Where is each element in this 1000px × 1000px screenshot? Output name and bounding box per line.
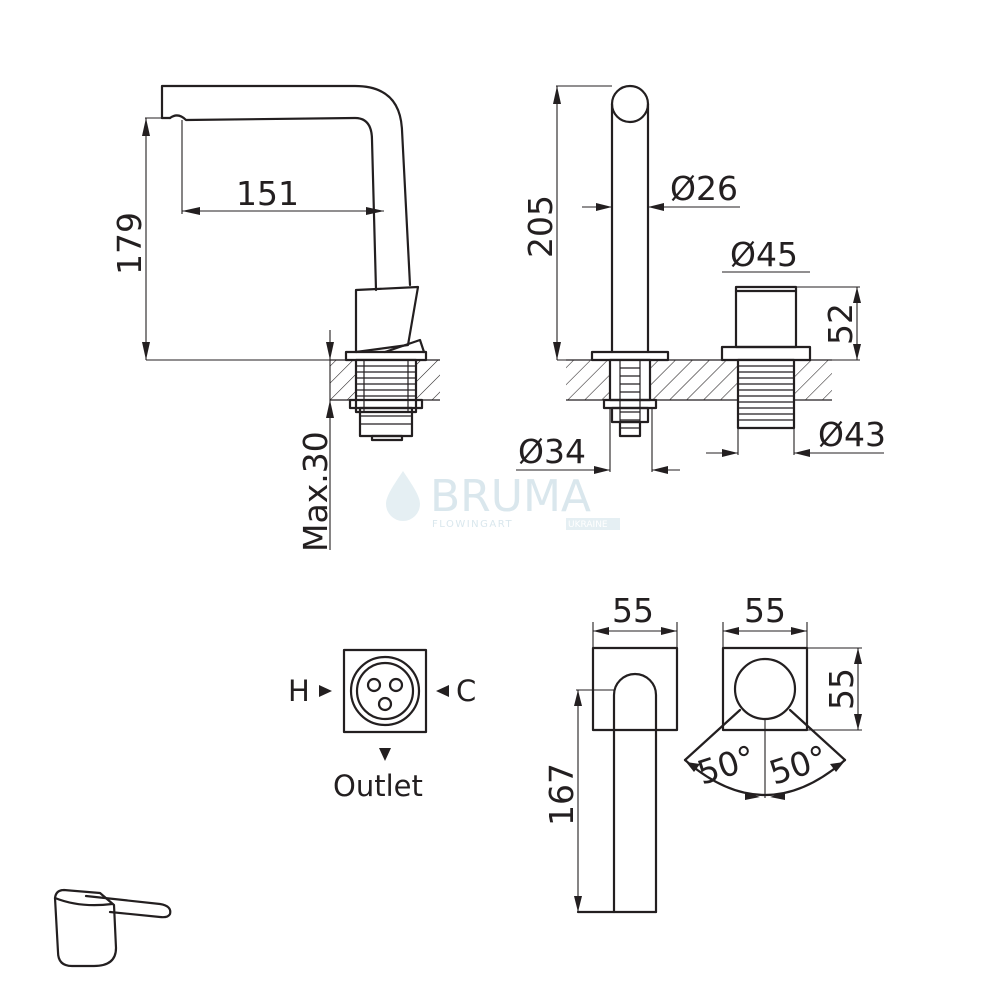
dim-base-dia-left: Ø34 bbox=[518, 432, 586, 471]
dim-handle-height: 52 bbox=[821, 303, 860, 345]
front-handle-body bbox=[734, 285, 798, 349]
dim-angle-right: 50° bbox=[764, 737, 832, 792]
side-base-plate bbox=[344, 350, 428, 362]
side-spout-outline bbox=[160, 84, 412, 287]
dim-side-reach: 151 bbox=[236, 174, 299, 213]
valve-outlet-port bbox=[377, 696, 393, 712]
top-view-handle: 50° 50° 55 55 bbox=[683, 591, 862, 800]
cold-arrow-icon bbox=[436, 685, 449, 697]
top-spout-arm bbox=[612, 672, 658, 914]
valve-cold-label: C bbox=[456, 674, 476, 708]
dim-top-width-left: 55 bbox=[612, 591, 654, 630]
valve-hot-label: H bbox=[288, 674, 310, 708]
dim-base-dia-right: Ø43 bbox=[818, 415, 886, 454]
valve-square bbox=[342, 648, 428, 734]
dim-front-height: 205 bbox=[521, 195, 560, 258]
dim-top-spout-len: 167 bbox=[542, 763, 581, 826]
front-handle-shank bbox=[736, 358, 796, 430]
top-view-spout: 55 167 bbox=[542, 591, 679, 914]
dim-side-height: 179 bbox=[110, 212, 149, 275]
hot-arrow-icon bbox=[319, 685, 332, 697]
watermark-tagline: FLOWINGART bbox=[432, 519, 513, 530]
dim-spout-dia: Ø26 bbox=[670, 169, 738, 208]
watermark: BRUMA FLOWINGART UKRAINE bbox=[386, 471, 620, 530]
valve-outlet-label: Outlet bbox=[333, 769, 423, 803]
dim-top-depth: 55 bbox=[822, 668, 861, 710]
top-spout-base bbox=[591, 646, 679, 732]
front-spout-top bbox=[610, 84, 650, 124]
valve-hot-port bbox=[366, 677, 382, 693]
dim-handle-dia: Ø45 bbox=[730, 235, 798, 274]
top-handle-knob bbox=[733, 657, 797, 721]
watermark-brand: BRUMA bbox=[430, 471, 591, 522]
faucet-handle-icon bbox=[53, 888, 172, 968]
dim-angle-left: 50° bbox=[692, 737, 760, 792]
dim-deck-max: Max.30 bbox=[296, 431, 335, 552]
outlet-arrow-icon bbox=[379, 748, 391, 761]
front-view: 205 Ø26 Ø45 52 Ø34 Ø43 bbox=[516, 84, 886, 474]
valve-cold-port bbox=[388, 677, 404, 693]
side-view: 151 179 Max.30 bbox=[110, 84, 440, 552]
water-drop-icon bbox=[386, 471, 420, 521]
valve-diagram: H C Outlet bbox=[288, 648, 476, 803]
dim-top-width-right: 55 bbox=[744, 591, 786, 630]
side-body bbox=[354, 285, 420, 354]
watermark-badge: UKRAINE bbox=[568, 520, 608, 530]
